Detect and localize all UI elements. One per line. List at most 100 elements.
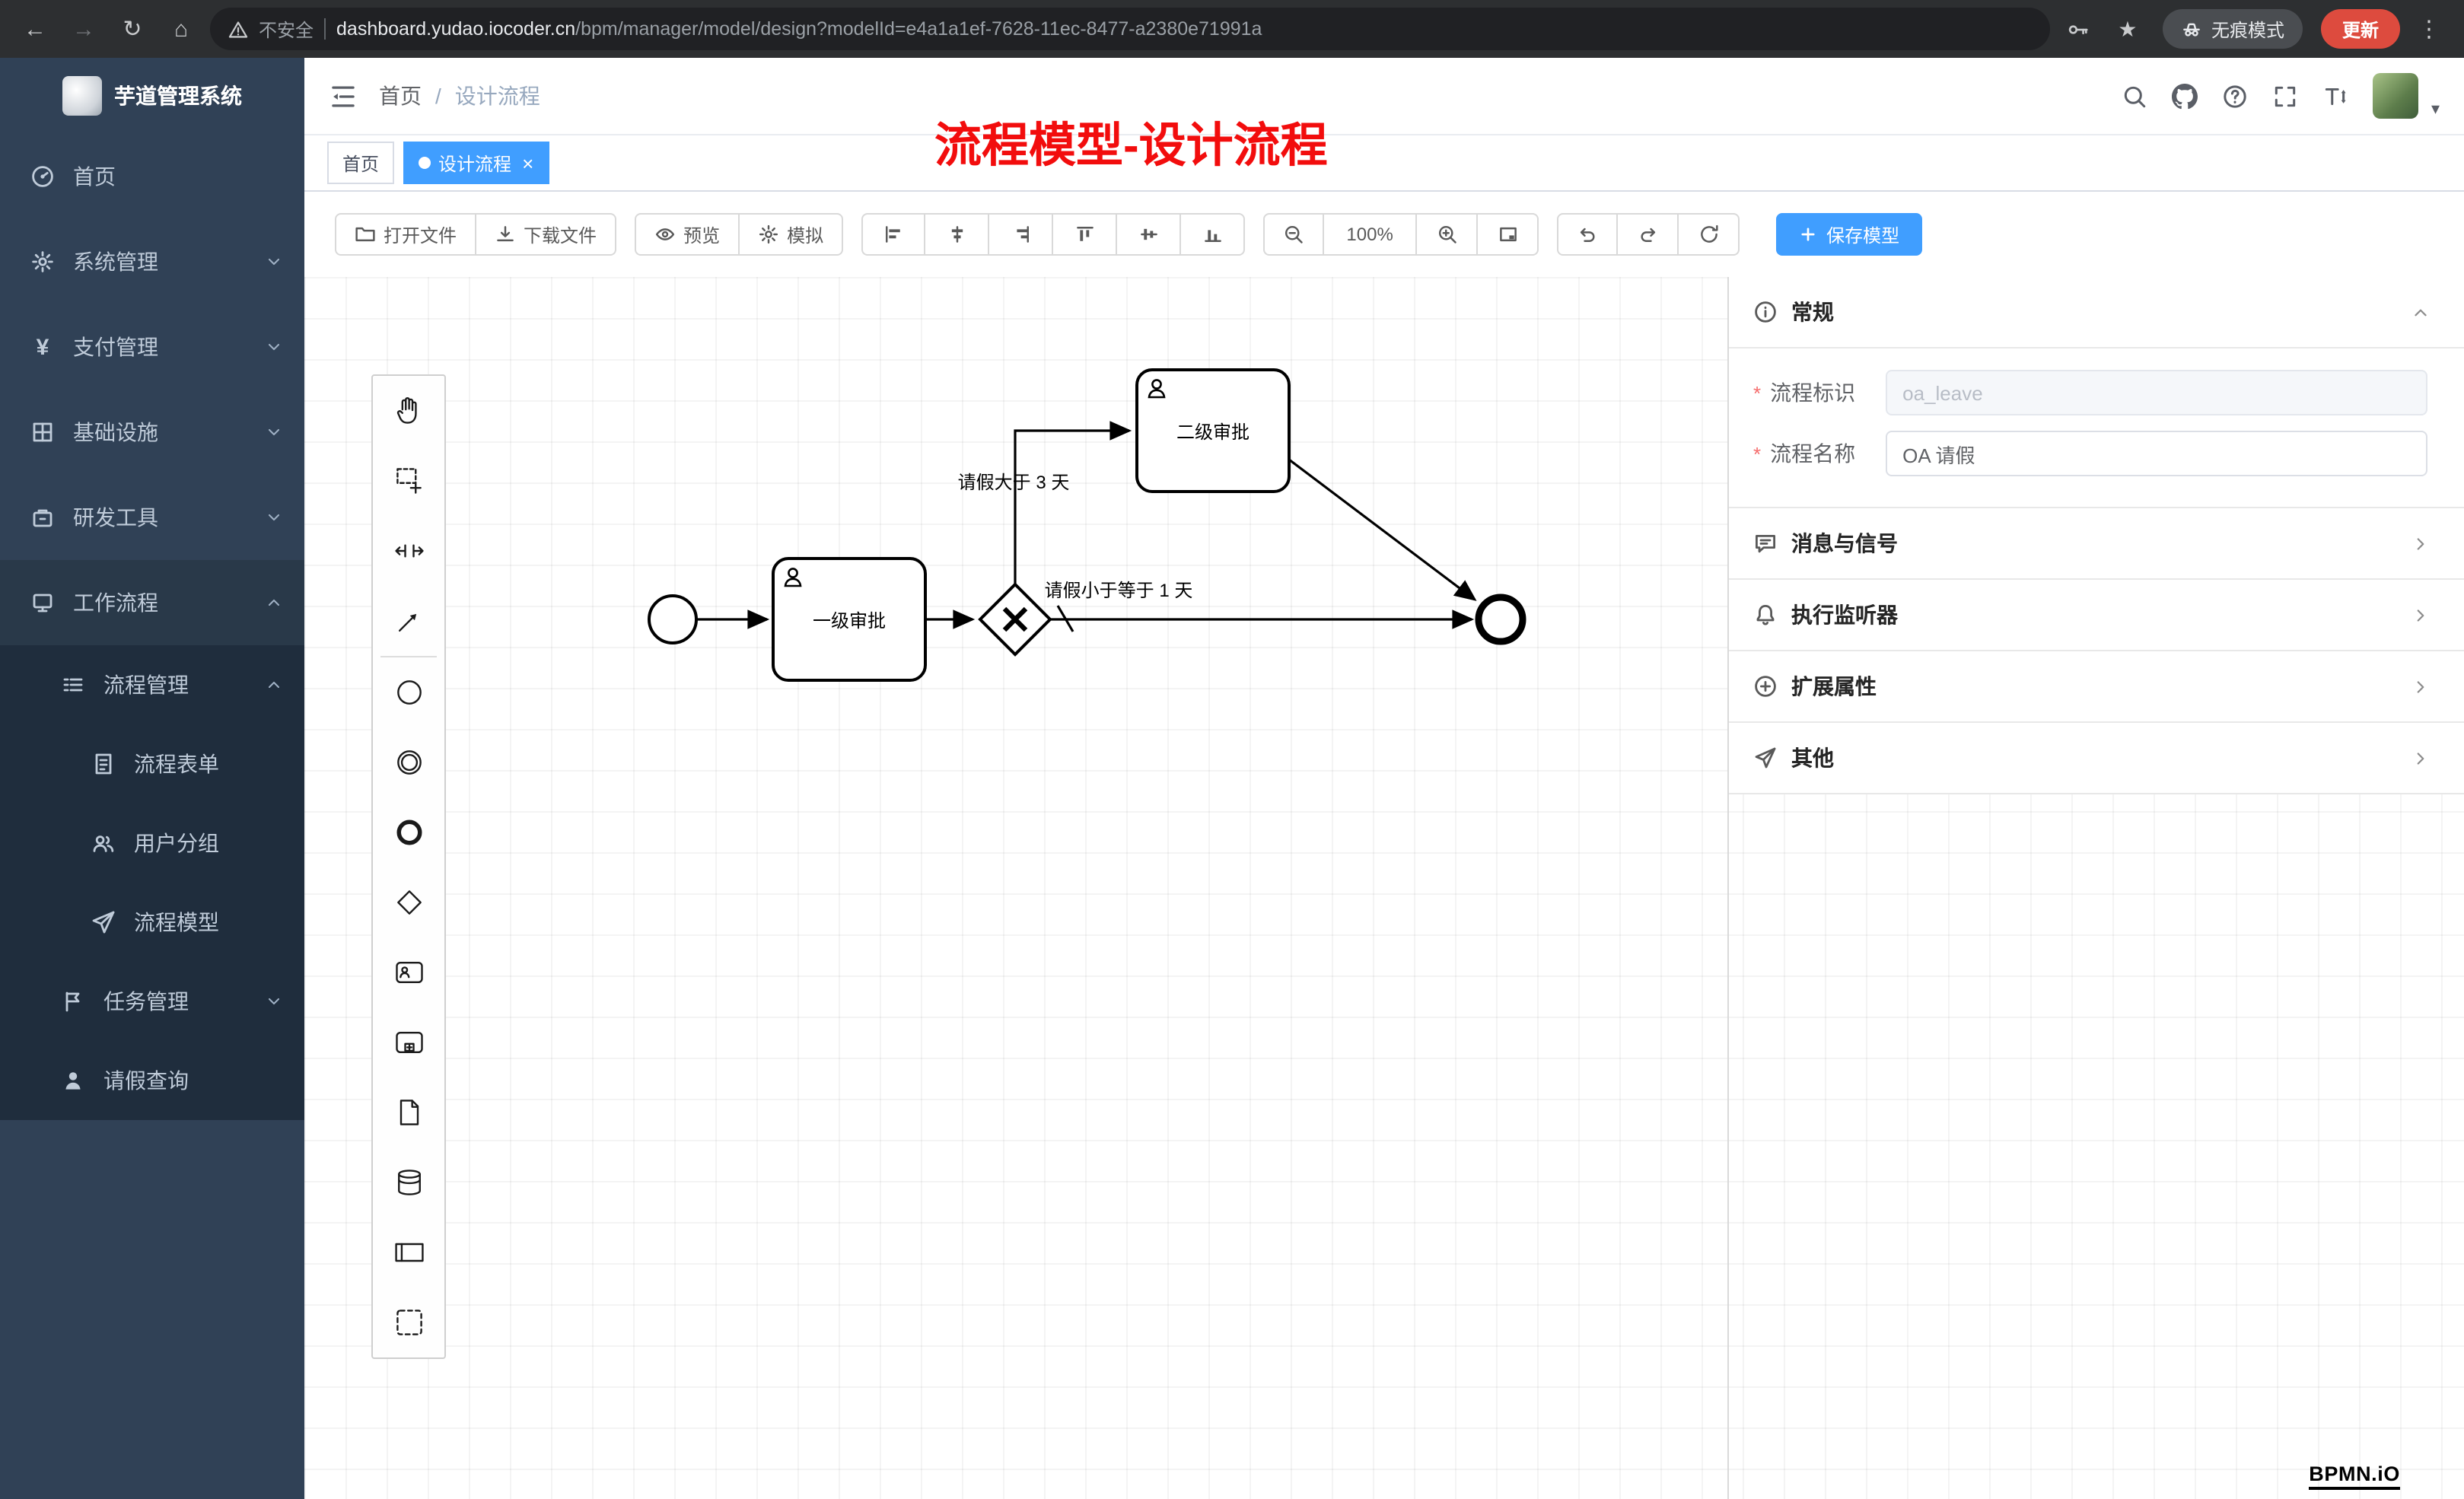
close-tab-icon[interactable]: × bbox=[522, 151, 534, 174]
back-button[interactable]: ← bbox=[24, 16, 46, 42]
lasso-tool[interactable] bbox=[373, 446, 444, 516]
user-task-icon bbox=[395, 961, 422, 984]
create-call-activity[interactable] bbox=[373, 1007, 444, 1077]
download-file-button[interactable]: 下载文件 bbox=[476, 213, 617, 256]
simulate-button[interactable]: 模拟 bbox=[740, 213, 844, 256]
dashboard-icon bbox=[32, 166, 53, 187]
bpmn-diagram[interactable]: 一级审批 二级审批 请假 bbox=[304, 277, 2464, 1499]
bpmn-canvas[interactable]: 一级审批 二级审批 请假 bbox=[304, 277, 2464, 1499]
flow-label-le1[interactable]: 请假小于等于 1 天 bbox=[1045, 581, 1193, 601]
flow-gateway-to-task2[interactable] bbox=[1014, 421, 1132, 584]
security-label[interactable]: 不安全 bbox=[259, 19, 314, 40]
sidebar-item-leave-query[interactable]: 请假查询 bbox=[0, 1041, 304, 1120]
call-activity-icon bbox=[395, 1031, 422, 1054]
key-icon[interactable] bbox=[2059, 9, 2099, 49]
open-file-button[interactable]: 打开文件 bbox=[335, 213, 477, 256]
create-intermediate-event[interactable] bbox=[373, 727, 444, 797]
app-logo[interactable]: 芋道管理系统 bbox=[0, 58, 304, 134]
global-connect-tool[interactable] bbox=[373, 586, 444, 656]
create-document[interactable] bbox=[373, 1077, 444, 1147]
zoom-in-button[interactable] bbox=[1417, 213, 1479, 256]
start-event-icon bbox=[396, 680, 421, 705]
align-right-icon bbox=[1016, 226, 1029, 243]
create-gateway[interactable] bbox=[373, 867, 444, 937]
file-button-group: 打开文件 下载文件 bbox=[335, 213, 617, 256]
sidebar-item-home[interactable]: 首页 bbox=[0, 134, 304, 219]
undo-button[interactable] bbox=[1557, 213, 1619, 256]
start-event[interactable] bbox=[648, 594, 698, 644]
sidebar-item-process-mgmt[interactable]: 流程管理 bbox=[0, 645, 304, 724]
sidebar-item-process-model[interactable]: 流程模型 bbox=[0, 883, 304, 962]
sidebar-item-payment[interactable]: ¥ 支付管理 bbox=[0, 304, 304, 390]
panel-section-ext-attrs[interactable]: 扩展属性 bbox=[1729, 651, 2464, 723]
panel-section-general[interactable]: 常规 bbox=[1729, 277, 2464, 348]
annotation-text: 流程模型-设计流程 bbox=[934, 119, 1328, 172]
align-top-button[interactable] bbox=[1053, 213, 1118, 256]
task-level2-approval[interactable]: 二级审批 bbox=[1135, 368, 1291, 493]
panel-section-listeners[interactable]: 执行监听器 bbox=[1729, 580, 2464, 651]
flow-task2-to-end[interactable] bbox=[1288, 458, 1477, 601]
breadcrumb-home[interactable]: 首页 bbox=[379, 84, 422, 108]
zoom-reset-button[interactable] bbox=[1478, 213, 1539, 256]
url-text: dashboard.yudao.iocoder.cn/bpm/manager/m… bbox=[336, 18, 2032, 40]
bookmark-star-icon[interactable]: ★ bbox=[2118, 16, 2138, 40]
sidebar-item-user-group[interactable]: 用户分组 bbox=[0, 804, 304, 883]
tab-home[interactable]: 首页 bbox=[327, 142, 395, 184]
sidebar-item-label: 流程表单 bbox=[134, 752, 219, 776]
button-label: 打开文件 bbox=[384, 224, 457, 246]
task-label: 二级审批 bbox=[1176, 422, 1250, 443]
section-title: 常规 bbox=[1791, 300, 1834, 324]
update-button[interactable]: 更新 bbox=[2320, 9, 2400, 49]
preview-button[interactable]: 预览 bbox=[635, 213, 740, 256]
redo-button[interactable] bbox=[1618, 213, 1679, 256]
save-model-button[interactable]: 保存模型 bbox=[1776, 213, 1923, 256]
create-end-event[interactable] bbox=[373, 797, 444, 867]
caret-down-icon[interactable]: ▾ bbox=[2431, 100, 2440, 119]
hand-tool[interactable] bbox=[373, 376, 444, 446]
forward-button[interactable]: → bbox=[72, 16, 95, 42]
end-event[interactable] bbox=[1475, 594, 1526, 645]
create-pool[interactable] bbox=[373, 1217, 444, 1287]
process-name-input[interactable] bbox=[1886, 431, 2427, 476]
sidebar-toggle-icon[interactable] bbox=[329, 81, 358, 110]
help-icon[interactable] bbox=[2223, 83, 2249, 109]
fullscreen-icon[interactable] bbox=[2273, 83, 2299, 109]
create-user-task[interactable] bbox=[373, 937, 444, 1007]
panel-section-messages[interactable]: 消息与信号 bbox=[1729, 508, 2464, 580]
font-size-icon[interactable] bbox=[2323, 83, 2349, 109]
address-bar[interactable]: 不安全 dashboard.yudao.iocoder.cn/bpm/manag… bbox=[210, 8, 2050, 50]
sidebar-item-task-mgmt[interactable]: 任务管理 bbox=[0, 962, 304, 1041]
exclusive-gateway[interactable] bbox=[978, 582, 1052, 657]
align-bottom-button[interactable] bbox=[1181, 213, 1246, 256]
sidebar-item-infrastructure[interactable]: 基础设施 bbox=[0, 390, 304, 475]
align-middle-icon bbox=[1140, 228, 1157, 240]
search-icon[interactable] bbox=[2122, 83, 2148, 109]
process-key-input[interactable] bbox=[1886, 370, 2427, 415]
task-level1-approval[interactable]: 一级审批 bbox=[772, 557, 927, 682]
refresh-button[interactable] bbox=[1679, 213, 1740, 256]
flow-label-gt3[interactable]: 请假大于 3 天 bbox=[958, 473, 1070, 493]
align-center-button[interactable] bbox=[925, 213, 990, 256]
reload-button[interactable]: ↻ bbox=[123, 17, 142, 43]
align-right-button[interactable] bbox=[989, 213, 1054, 256]
refresh-icon bbox=[1700, 224, 1717, 243]
create-datastore[interactable] bbox=[373, 1147, 444, 1217]
create-group[interactable] bbox=[373, 1287, 444, 1357]
create-start-event[interactable] bbox=[373, 657, 444, 727]
browser-menu-icon[interactable]: ⋮ bbox=[2418, 17, 2440, 43]
sidebar-item-workflow[interactable]: 工作流程 bbox=[0, 560, 304, 645]
align-left-button[interactable] bbox=[861, 213, 926, 256]
bpmnio-watermark[interactable]: BPMN.iO bbox=[2309, 1462, 2400, 1490]
sidebar-item-devtools[interactable]: 研发工具 bbox=[0, 475, 304, 560]
tab-design[interactable]: 设计流程 × bbox=[403, 142, 549, 184]
sidebar-item-system[interactable]: 系统管理 bbox=[0, 219, 304, 304]
github-icon[interactable] bbox=[2172, 83, 2198, 109]
space-tool[interactable] bbox=[373, 516, 444, 586]
sidebar-item-process-form[interactable]: 流程表单 bbox=[0, 724, 304, 804]
gateway-icon bbox=[396, 890, 421, 915]
align-middle-button[interactable] bbox=[1117, 213, 1182, 256]
home-button[interactable]: ⌂ bbox=[173, 16, 189, 42]
zoom-out-button[interactable] bbox=[1263, 213, 1325, 256]
avatar[interactable] bbox=[2373, 73, 2419, 119]
panel-section-other[interactable]: 其他 bbox=[1729, 723, 2464, 794]
